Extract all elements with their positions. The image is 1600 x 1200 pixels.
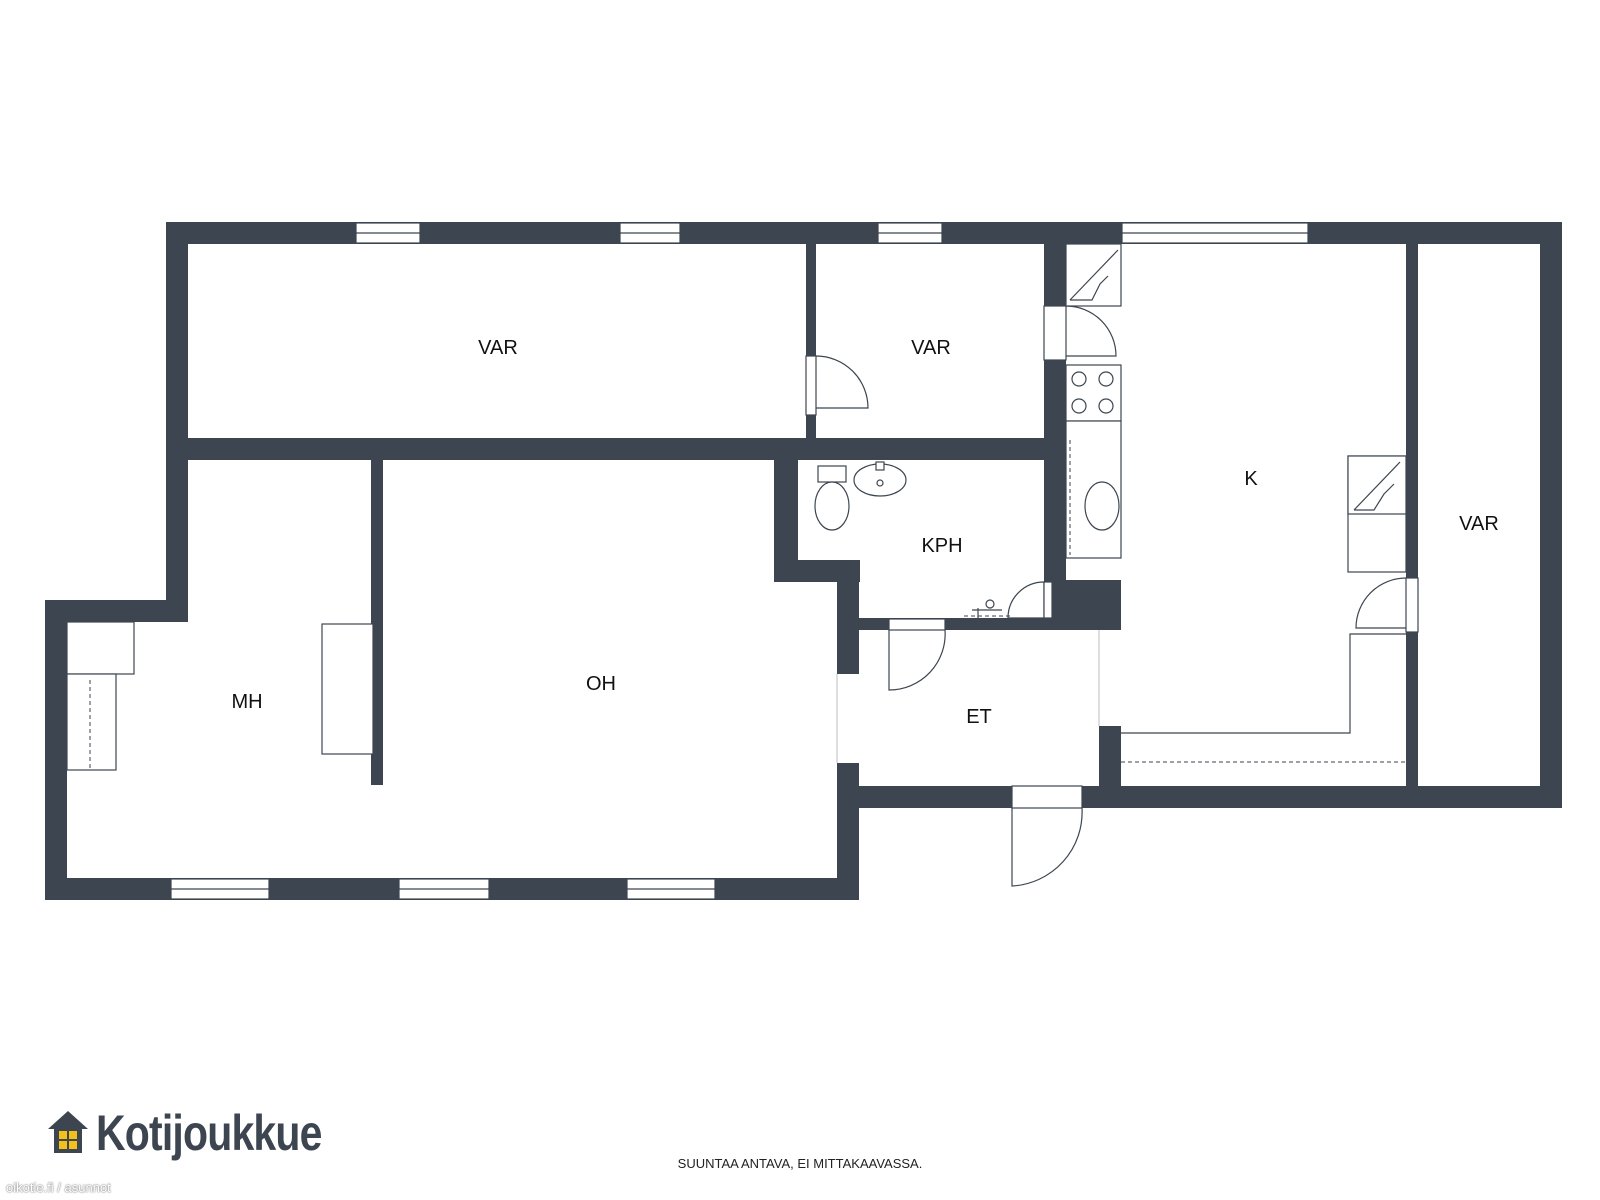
source-watermark: oikotie.fi / asunnot [6, 1180, 111, 1195]
doors [805, 305, 1419, 887]
toilet-icon [814, 481, 850, 531]
house-icon [48, 1111, 88, 1153]
room-label-kph: KPH [921, 535, 962, 557]
room-label-var-3: VAR [1459, 513, 1499, 535]
room-label-et: ET [966, 706, 992, 728]
kitchen-fixtures [1065, 243, 1407, 763]
room-label-var-1: VAR [478, 337, 518, 359]
living-fixtures [66, 621, 374, 771]
sink-icon [1084, 481, 1120, 531]
room-label-var-2: VAR [911, 337, 951, 359]
brand-logo: Kotijoukkue [48, 1104, 371, 1162]
disclaimer-text: SUUNTAA ANTAVA, EI MITTAKAAVASSA. [677, 1156, 923, 1171]
interior-walls [67, 244, 1418, 808]
brand-name: Kotijoukkue [96, 1105, 322, 1161]
windows [170, 222, 1309, 900]
room-labels: VAR VAR K VAR KPH OH MH ET [231, 337, 1498, 728]
room-label-k: K [1244, 468, 1258, 490]
openings [836, 630, 1100, 763]
room-label-oh: OH [586, 673, 616, 695]
bathroom-fixtures [814, 461, 1010, 618]
room-label-mh: MH [231, 691, 262, 713]
